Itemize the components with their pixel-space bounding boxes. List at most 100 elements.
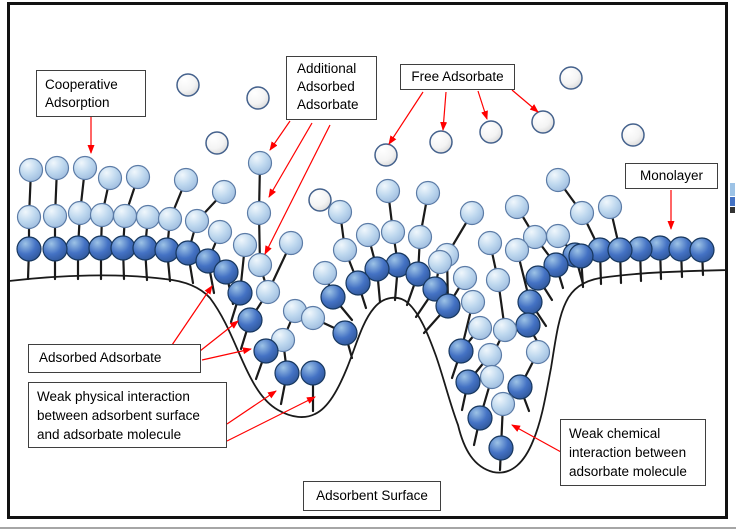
molecule-additional-adsorbed-adsorbate-light-blue xyxy=(312,260,338,286)
molecule-additional-adsorbed-adsorbate-light-blue xyxy=(42,203,68,229)
molecule-adsorbed-adsorbate-dark-blue xyxy=(422,276,448,302)
molecule-adsorbed-adsorbate-dark-blue xyxy=(320,284,346,310)
label-line: Adsorbate xyxy=(297,97,359,112)
molecule-additional-adsorbed-adsorbate-light-blue xyxy=(504,194,530,220)
molecule-free-adsorbate-white xyxy=(205,131,229,155)
label-line: Cooperative xyxy=(45,77,118,92)
molecule-free-adsorbate-white xyxy=(479,120,503,144)
molecule-adsorbed-adsorbate-dark-blue xyxy=(525,265,551,291)
molecule-additional-adsorbed-adsorbate-light-blue xyxy=(355,222,381,248)
molecule-additional-adsorbed-adsorbate-light-blue xyxy=(427,249,453,275)
molecule-free-adsorbate-white xyxy=(246,86,270,110)
molecule-adsorbed-adsorbate-dark-blue xyxy=(467,405,493,431)
molecule-adsorbed-adsorbate-dark-blue xyxy=(488,435,514,461)
label-free-adsorbate: Free Adsorbate xyxy=(400,64,515,90)
molecule-adsorbed-adsorbate-dark-blue xyxy=(345,270,371,296)
molecule-additional-adsorbed-adsorbate-light-blue xyxy=(300,305,326,331)
molecule-additional-adsorbed-adsorbate-light-blue xyxy=(211,179,237,205)
molecule-additional-adsorbed-adsorbate-light-blue xyxy=(407,224,433,250)
molecule-adsorbed-adsorbate-dark-blue xyxy=(213,259,239,285)
molecule-additional-adsorbed-adsorbate-light-blue xyxy=(504,237,530,263)
molecule-adsorbed-adsorbate-dark-blue xyxy=(253,338,279,364)
label-cooperative-adsorption: Cooperative Adsorption xyxy=(36,70,146,117)
molecule-additional-adsorbed-adsorbate-light-blue xyxy=(485,267,511,293)
molecule-adsorbed-adsorbate-dark-blue xyxy=(689,237,715,263)
slide-frame-border xyxy=(7,2,728,519)
molecule-additional-adsorbed-adsorbate-light-blue xyxy=(477,230,503,256)
label-line: Weak physical interaction xyxy=(37,389,190,404)
molecule-adsorbed-adsorbate-dark-blue xyxy=(543,252,569,278)
label-line: adsorbate molecule xyxy=(569,464,687,479)
molecule-additional-adsorbed-adsorbate-light-blue xyxy=(327,199,353,225)
label-line: between adsorbent surface xyxy=(37,408,200,423)
label-monolayer: Monolayer xyxy=(625,163,718,189)
molecule-free-adsorbate-white xyxy=(176,73,200,97)
label-line: and adsorbate molecule xyxy=(37,427,182,442)
label-weak-physical-interaction: Weak physical interaction between adsorb… xyxy=(28,382,227,448)
molecule-free-adsorbate-white xyxy=(374,143,398,167)
molecule-adsorbed-adsorbate-dark-blue xyxy=(507,374,533,400)
molecule-free-adsorbate-white xyxy=(429,130,453,154)
molecule-adsorbed-adsorbate-dark-blue xyxy=(274,360,300,386)
molecule-additional-adsorbed-adsorbate-light-blue xyxy=(459,200,485,226)
molecule-additional-adsorbed-adsorbate-light-blue xyxy=(597,194,623,220)
right-edge-artifact-dark xyxy=(730,197,735,206)
page-bottom-rule xyxy=(0,527,736,529)
molecule-additional-adsorbed-adsorbate-light-blue xyxy=(255,279,281,305)
molecule-additional-adsorbed-adsorbate-light-blue xyxy=(157,206,183,232)
molecule-free-adsorbate-white xyxy=(621,123,645,147)
molecule-additional-adsorbed-adsorbate-light-blue xyxy=(207,219,233,245)
molecule-additional-adsorbed-adsorbate-light-blue xyxy=(452,265,478,291)
annotation-arrows xyxy=(87,89,675,453)
adsorbent-surface-curve xyxy=(8,269,729,474)
right-edge-artifact-light xyxy=(730,183,735,196)
molecule-adsorbed-adsorbate-dark-blue xyxy=(332,320,358,346)
label-line: Adsorbent Surface xyxy=(316,488,428,503)
molecule-adsorbed-adsorbate-dark-blue xyxy=(405,261,431,287)
molecule-additional-adsorbed-adsorbate-light-blue xyxy=(278,230,304,256)
molecule-adsorbed-adsorbate-dark-blue xyxy=(607,237,633,263)
molecule-additional-adsorbed-adsorbate-light-blue xyxy=(545,167,571,193)
molecule-adsorbed-adsorbate-dark-blue xyxy=(237,307,263,333)
molecule-additional-adsorbed-adsorbate-light-blue xyxy=(246,200,272,226)
molecule-additional-adsorbed-adsorbate-light-blue xyxy=(44,155,70,181)
label-additional-adsorbed-adsorbate: Additional Adsorbed Adsorbate xyxy=(286,56,377,120)
label-line: Weak chemical xyxy=(569,426,661,441)
molecule-additional-adsorbed-adsorbate-light-blue xyxy=(522,224,548,250)
label-adsorbent-surface: Adsorbent Surface xyxy=(303,481,441,511)
molecule-additional-adsorbed-adsorbate-light-blue xyxy=(247,252,273,278)
molecule-additional-adsorbed-adsorbate-light-blue xyxy=(525,339,551,365)
molecule-additional-adsorbed-adsorbate-light-blue xyxy=(125,164,151,190)
molecule-adsorbed-adsorbate-dark-blue xyxy=(16,236,42,262)
label-adsorbed-adsorbate: Adsorbed Adsorbate xyxy=(28,344,201,373)
molecule-additional-adsorbed-adsorbate-light-blue xyxy=(173,167,199,193)
molecule-free-adsorbate-white xyxy=(531,110,555,134)
label-line: Monolayer xyxy=(639,168,704,183)
molecule-adsorbed-adsorbate-dark-blue xyxy=(227,280,253,306)
molecule-adsorbed-adsorbate-dark-blue xyxy=(42,236,68,262)
label-line: Adsorbed Adsorbate xyxy=(39,350,162,365)
label-weak-chemical-interaction: Weak chemical interaction between adsorb… xyxy=(560,419,706,486)
right-edge-artifact-gray xyxy=(730,207,735,213)
adsorbate-molecules xyxy=(16,66,715,461)
molecule-additional-adsorbed-adsorbate-light-blue xyxy=(72,155,98,181)
label-line: Adsorbed xyxy=(297,79,355,94)
molecule-adsorbed-adsorbate-dark-blue xyxy=(435,293,461,319)
molecule-additional-adsorbed-adsorbate-light-blue xyxy=(380,219,406,245)
molecule-additional-adsorbed-adsorbate-light-blue xyxy=(569,200,595,226)
molecule-additional-adsorbed-adsorbate-light-blue xyxy=(184,208,210,234)
molecule-additional-adsorbed-adsorbate-light-blue xyxy=(479,364,505,390)
molecule-free-adsorbate-white xyxy=(559,66,583,90)
molecule-additional-adsorbed-adsorbate-light-blue xyxy=(247,150,273,176)
molecule-additional-adsorbed-adsorbate-light-blue xyxy=(375,178,401,204)
molecule-adsorbed-adsorbate-dark-blue xyxy=(364,256,390,282)
molecule-adsorbed-adsorbate-dark-blue xyxy=(300,360,326,386)
molecule-additional-adsorbed-adsorbate-light-blue xyxy=(492,317,518,343)
molecule-additional-adsorbed-adsorbate-light-blue xyxy=(332,237,358,263)
label-line: Free Adsorbate xyxy=(411,69,504,84)
molecule-free-adsorbate-white xyxy=(308,188,332,212)
molecule-additional-adsorbed-adsorbate-light-blue xyxy=(16,204,42,230)
label-line: interaction between xyxy=(569,445,687,460)
